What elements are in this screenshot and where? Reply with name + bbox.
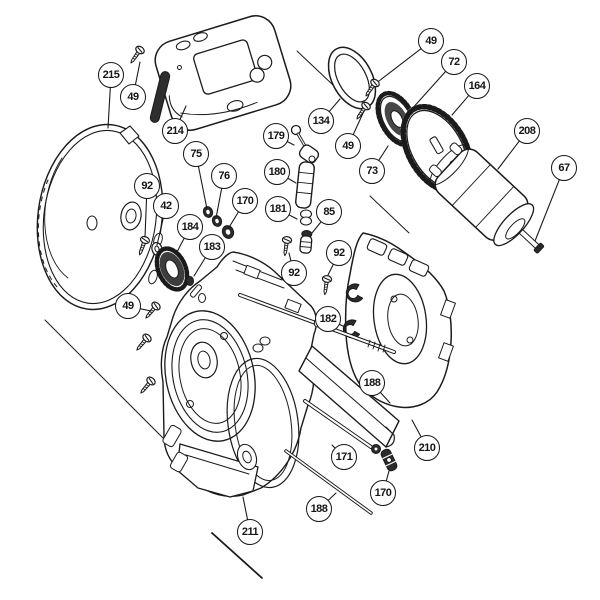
- counter-stay-drawing: [149, 71, 171, 123]
- callout-208-20: 208: [514, 118, 540, 144]
- callout-49-15: 49: [335, 133, 361, 159]
- callout-180-11: 180: [264, 159, 290, 185]
- callout-49-17: 49: [418, 28, 444, 54]
- callout-210-27: 210: [414, 435, 440, 461]
- callout-76-4: 76: [211, 163, 237, 189]
- leader-lines: [107, 48, 560, 520]
- leader-line: [144, 198, 148, 238]
- callout-214-2: 214: [162, 118, 188, 144]
- callout-92-6: 92: [134, 173, 160, 199]
- clutch-parts-drawing: [290, 124, 320, 254]
- leader-line: [311, 221, 322, 234]
- leader-line: [328, 98, 341, 112]
- rod-drawing: [284, 449, 373, 515]
- leader-line: [215, 188, 223, 219]
- line-roller-drawing: [380, 448, 398, 472]
- leader-line: [410, 71, 446, 111]
- leader-line: [197, 166, 208, 210]
- leader-line: [107, 87, 111, 129]
- retainer-clip-drawing: [345, 283, 364, 303]
- callout-42-7: 42: [153, 193, 179, 219]
- motor-drawing: [429, 142, 545, 254]
- leader-line: [156, 218, 164, 246]
- leader-line: [287, 141, 295, 146]
- callout-92-23: 92: [326, 240, 352, 266]
- pinion-gear-drawing: [154, 246, 206, 303]
- leader-line: [327, 492, 337, 501]
- leader-line: [339, 323, 346, 328]
- callout-170-5: 170: [232, 188, 258, 214]
- leader-line: [352, 110, 365, 135]
- rod-drawing: [211, 532, 263, 579]
- assembly-axis-lines: [44, 50, 410, 459]
- stay-plate-drawing: [298, 345, 400, 448]
- leader-line: [288, 252, 292, 261]
- callout-49-25: 49: [115, 293, 141, 319]
- washers-drawing: [151, 206, 235, 257]
- leader-line: [227, 211, 239, 230]
- callout-85-13: 85: [316, 199, 342, 225]
- leader-line: [411, 419, 422, 438]
- callout-92-22: 92: [281, 260, 307, 286]
- leader-line: [193, 257, 206, 277]
- callout-179-10: 179: [263, 123, 289, 149]
- leader-line: [176, 237, 185, 253]
- callout-73-16: 73: [359, 158, 385, 184]
- leader-line: [140, 308, 152, 312]
- callout-183-9: 183: [199, 234, 225, 260]
- callout-188-31: 188: [306, 496, 332, 522]
- leader-line: [288, 214, 298, 220]
- callout-215-0: 215: [98, 62, 124, 88]
- callout-171-28: 171: [331, 444, 357, 470]
- leader-line: [242, 496, 249, 520]
- leader-line: [380, 392, 391, 404]
- callout-72-18: 72: [441, 49, 467, 75]
- leader-line: [497, 140, 520, 170]
- counter-unit-drawing: [154, 15, 292, 131]
- callout-134-14: 134: [308, 108, 334, 134]
- leader-line: [287, 177, 297, 184]
- callout-49-1: 49: [120, 84, 146, 110]
- callout-188-26: 188: [359, 370, 385, 396]
- callout-75-3: 75: [183, 141, 209, 167]
- shaft-clip-drawing: [533, 242, 545, 254]
- callout-67-21: 67: [551, 155, 577, 181]
- leader-line: [534, 179, 560, 242]
- leader-line: [134, 61, 141, 85]
- callout-170-29: 170: [370, 480, 396, 506]
- leader-line: [327, 264, 334, 276]
- rod-drawing: [303, 399, 381, 454]
- leader-line: [378, 48, 422, 82]
- callout-182-24: 182: [315, 306, 341, 332]
- leader-line: [451, 95, 470, 116]
- retainer-clip-drawing: [342, 319, 361, 339]
- callout-164-19: 164: [464, 73, 490, 99]
- leader-line: [385, 470, 390, 482]
- callout-211-30: 211: [237, 519, 263, 545]
- frame-body-drawing: [160, 251, 318, 498]
- callout-181-12: 181: [265, 196, 291, 222]
- leader-line: [179, 105, 187, 120]
- callout-184-8: 184: [177, 214, 203, 240]
- leader-line: [378, 145, 389, 161]
